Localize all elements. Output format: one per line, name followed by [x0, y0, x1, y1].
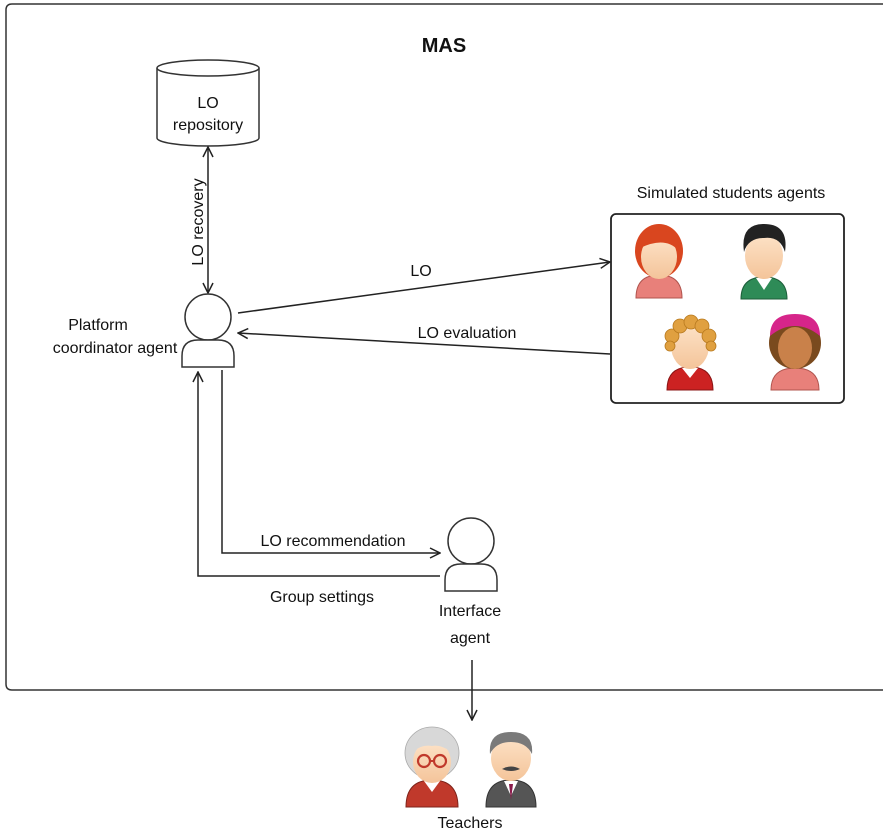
interface-agent-icon — [444, 517, 498, 592]
mas-title: MAS — [422, 35, 466, 57]
student-avatar-headband — [769, 314, 821, 391]
lo-recovery-label: LO recovery — [190, 178, 207, 265]
lo-arrow — [237, 262, 610, 314]
lo-evaluation-label: LO evaluation — [418, 325, 517, 342]
students-box-label: Simulated students agents — [637, 185, 826, 202]
group-settings-label: Group settings — [270, 589, 374, 606]
group-settings-arrow — [198, 372, 440, 577]
repository-label-line1: LO — [197, 95, 218, 112]
platform-agent-label-line2: coordinator agent — [53, 340, 178, 357]
lo-evaluation-arrow — [238, 333, 611, 355]
teacher-avatar-female — [404, 726, 460, 808]
student-avatar-red-hair — [635, 224, 683, 299]
student-avatar-dark-hair — [740, 224, 788, 300]
lo-label: LO — [410, 263, 431, 280]
mas-container — [5, 3, 883, 691]
platform-coordinator-agent-icon — [181, 293, 235, 368]
lo-recommendation-arrow — [221, 370, 440, 553]
teachers-label: Teachers — [438, 815, 503, 832]
lo-recommendation-label: LO recommendation — [261, 533, 406, 550]
platform-agent-label-line1: Platform — [68, 317, 128, 334]
teacher-avatar-male — [485, 732, 537, 808]
interface-agent-label-line1: Interface — [439, 603, 501, 620]
student-avatar-curly-hair — [664, 314, 717, 391]
repository-label-line2: repository — [173, 117, 243, 134]
lo-repository: LO repository — [156, 59, 260, 147]
interface-agent-label-line2: agent — [450, 630, 491, 647]
